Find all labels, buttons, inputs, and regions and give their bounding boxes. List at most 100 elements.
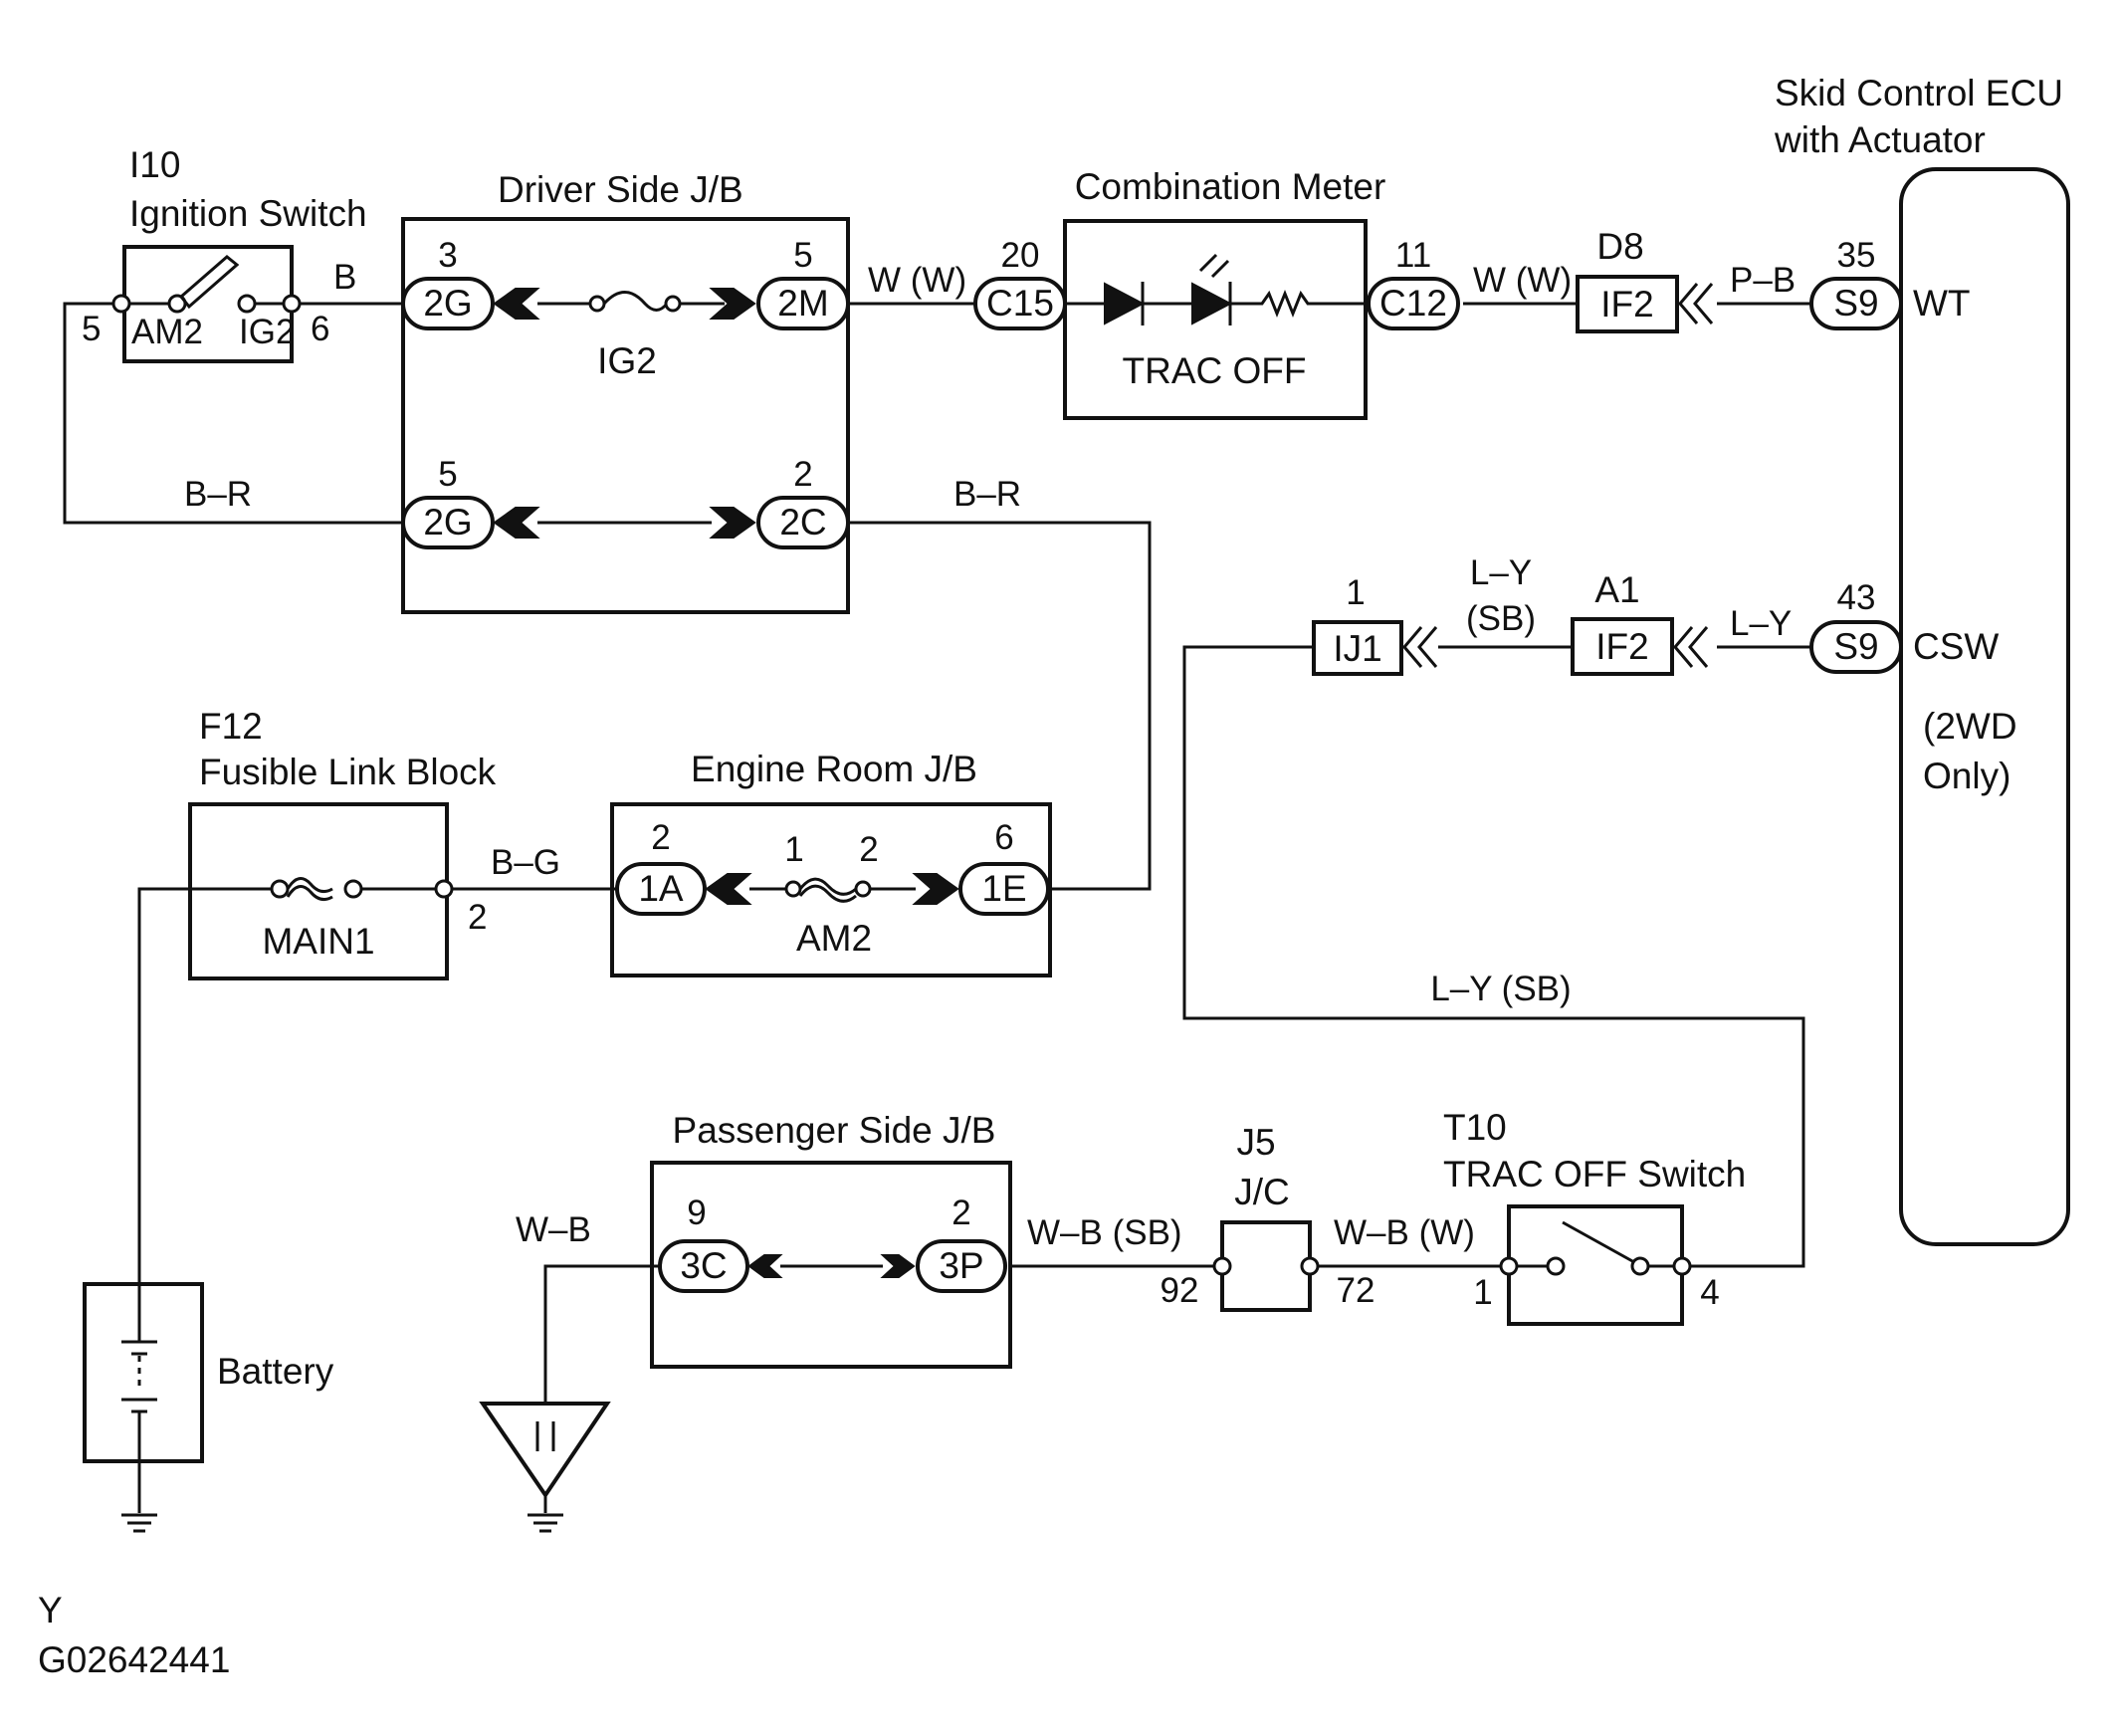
led-icon xyxy=(1191,282,1233,326)
connector-d8-code: D8 xyxy=(1596,226,1643,267)
ignition-pin-left: 5 xyxy=(82,310,101,348)
junction-box xyxy=(1220,1220,1312,1312)
connector-ij1-pin: 1 xyxy=(1346,573,1365,612)
connector-s9-csw-label: S9 xyxy=(1833,626,1878,667)
fusible-link-pin: 2 xyxy=(468,898,487,937)
wire-battery-feed xyxy=(137,887,280,1284)
wire-b-label: B xyxy=(333,258,356,297)
connector-2c-label: 2C xyxy=(779,502,826,542)
fuse-am2-pin-right: 2 xyxy=(859,830,878,869)
junction-j5: J5 J/C 92 72 xyxy=(1161,1122,1374,1312)
wire-ww-2-label: W (W) xyxy=(1473,261,1572,300)
wire-wb-sb-label: W–B (SB) xyxy=(1027,1213,1182,1252)
wire-ly-label: L–Y xyxy=(1730,604,1792,643)
chassis-ground-icon xyxy=(479,1402,611,1533)
wire-wb-w-label: W–B (W) xyxy=(1334,1213,1475,1252)
wire-pb-label: P–B xyxy=(1730,261,1796,300)
connector-2g-bottom xyxy=(401,496,495,549)
ground-icon xyxy=(121,1513,157,1533)
wire-br-right xyxy=(848,521,1152,891)
led-ray-1 xyxy=(1198,253,1218,273)
connector-d8-chevron-1 xyxy=(1678,283,1699,325)
main1-label: MAIN1 xyxy=(262,921,374,962)
fuse-am2-terminal-right xyxy=(854,880,872,898)
fusible-link-output-terminal xyxy=(434,879,454,899)
connector-3c-label: 3C xyxy=(680,1245,727,1286)
connector-d8-chevron-2 xyxy=(1693,283,1714,325)
led-ray-2 xyxy=(1210,259,1230,279)
driver-jb-box xyxy=(401,217,850,614)
trac-switch-name: TRAC OFF Switch xyxy=(1443,1154,1746,1194)
ignition-terminal-left xyxy=(111,294,131,314)
ignition-am2-label: AM2 xyxy=(131,313,203,351)
passenger-jb-title: Passenger Side J/B xyxy=(673,1110,996,1151)
connector-3c xyxy=(658,1239,749,1293)
connector-s9-wt xyxy=(1809,277,1903,330)
connector-s9-csw-pin: 43 xyxy=(1837,578,1876,617)
ignition-terminal-right xyxy=(282,294,302,314)
driver-jb-title: Driver Side J/B xyxy=(498,169,743,210)
connector-3p xyxy=(916,1239,1007,1293)
connector-2c-arrow xyxy=(709,507,756,539)
connector-2g-bottom-arrow xyxy=(493,507,540,539)
trac-switch-contact-right xyxy=(1630,1256,1650,1276)
connector-3p-label: 3P xyxy=(939,1245,983,1286)
connector-a1-chevron-2 xyxy=(1688,626,1709,668)
main1-terminal-right xyxy=(343,879,363,899)
connector-1a-pin: 2 xyxy=(651,818,670,857)
trac-switch-contact-left xyxy=(1546,1256,1566,1276)
fuse-ig2-terminal-right xyxy=(664,295,682,313)
fuse-ig2-icon xyxy=(602,291,669,312)
connector-1e-label: 1E xyxy=(981,868,1026,909)
junction-terminal-left xyxy=(1212,1256,1232,1276)
footer-mark: Y xyxy=(38,1590,63,1630)
connector-d8-group: D8 IF2 xyxy=(1576,226,1714,333)
connector-ij1-chevron-2 xyxy=(1417,626,1438,668)
ignition-switch: I10 Ignition Switch AM2 IG2 5 6 xyxy=(82,144,367,363)
connector-1e-pin: 6 xyxy=(994,818,1013,857)
connector-1a-arrow xyxy=(705,873,752,905)
connector-s9-csw xyxy=(1809,620,1903,674)
connector-2g-top-pin: 3 xyxy=(438,236,457,275)
ecu-box xyxy=(1899,167,2070,1246)
connector-s9-wt-label: S9 xyxy=(1833,283,1878,324)
connector-ij1-label: IJ1 xyxy=(1333,628,1381,669)
fusible-link-block: F12 Fusible Link Block MAIN1 2 xyxy=(188,706,497,980)
ecu-title-line2: with Actuator xyxy=(1774,119,1986,160)
connector-2g-bottom-label: 2G xyxy=(423,502,472,542)
battery: Battery xyxy=(83,1282,334,1463)
trac-switch-terminal-right xyxy=(1672,1256,1692,1276)
junction-terminal-right xyxy=(1300,1256,1320,1276)
connector-1a xyxy=(615,862,707,916)
connector-c12-pin: 11 xyxy=(1395,236,1431,275)
wire-ly-sb-label-1: L–Y xyxy=(1470,553,1532,592)
fuse-ig2-label: IG2 xyxy=(597,340,657,381)
connector-2g-bottom-pin: 5 xyxy=(438,455,457,494)
ignition-ig2-label: IG2 xyxy=(239,313,295,351)
engine-jb-box xyxy=(610,802,1052,977)
wire-ww-1-label: W (W) xyxy=(868,261,966,300)
main1-terminal-left xyxy=(270,879,290,899)
main1-fuse-icon xyxy=(286,877,333,902)
wires xyxy=(63,302,1811,1513)
ignition-key-lever xyxy=(178,255,240,310)
footer-code: G02642441 xyxy=(38,1639,230,1680)
battery-label: Battery xyxy=(217,1351,334,1392)
battery-box xyxy=(83,1282,204,1463)
trac-switch-pin-right: 4 xyxy=(1700,1273,1719,1312)
connector-c15-label: C15 xyxy=(986,283,1054,324)
wire-ly-sb-long-label: L–Y (SB) xyxy=(1430,970,1571,1008)
connector-3c-arrow xyxy=(747,1254,783,1278)
junction-name: J/C xyxy=(1234,1172,1290,1212)
trac-switch-terminal-left xyxy=(1499,1256,1519,1276)
connector-d8-label: IF2 xyxy=(1600,284,1653,325)
connector-2m xyxy=(756,277,850,330)
diode-icon xyxy=(1104,282,1146,326)
fuse-am2-icon xyxy=(798,877,857,903)
connector-c15-pin: 20 xyxy=(1001,236,1040,275)
wire-ly-sb-label-2: (SB) xyxy=(1466,599,1536,638)
connector-2m-pin: 5 xyxy=(793,236,812,275)
wire-wb-label: W–B xyxy=(516,1210,591,1249)
ecu-terminal-csw: CSW xyxy=(1913,626,1999,667)
